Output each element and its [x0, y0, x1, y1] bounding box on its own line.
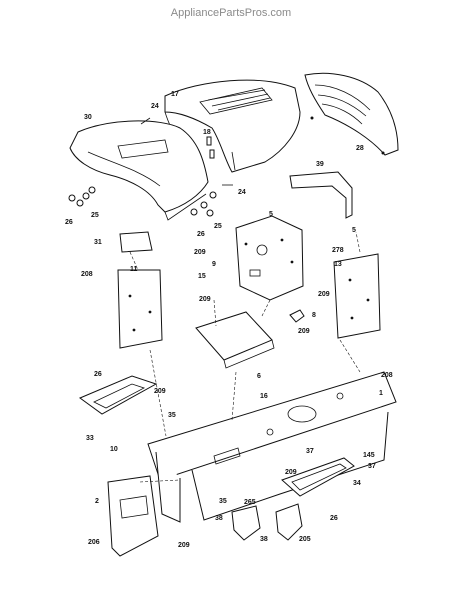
front-bracket-part [107, 475, 159, 557]
callout-278: 278 [332, 247, 344, 254]
callout-6: 6 [257, 373, 261, 380]
assembly-lines [129, 231, 361, 483]
callout-18: 18 [203, 129, 211, 136]
callout-25: 25 [91, 212, 99, 219]
key-part [289, 309, 305, 323]
callout-209: 209 [199, 296, 211, 303]
callout-26: 26 [330, 515, 338, 522]
callout-209: 209 [154, 388, 166, 395]
callout-24: 24 [151, 103, 159, 110]
callout-31: 31 [94, 239, 102, 246]
callout-37: 37 [368, 463, 376, 470]
watermark: AppliancePartsPros.com [171, 7, 291, 19]
callout-5: 5 [269, 211, 273, 218]
callout-15: 15 [198, 273, 206, 280]
callout-205: 205 [299, 536, 311, 543]
callout-209: 209 [318, 291, 330, 298]
callout-265: 265 [244, 499, 256, 506]
bracket-38b [275, 503, 303, 541]
callout-17: 17 [171, 91, 179, 98]
callout-34: 34 [353, 480, 361, 487]
callout-35: 35 [219, 498, 227, 505]
callout-26: 26 [94, 371, 102, 378]
callout-26: 26 [65, 219, 73, 226]
hood-part [164, 79, 301, 173]
callout-209: 209 [285, 469, 297, 476]
callout-labels: 17 28 30 24 18 39 25 26 24 25 26 5 5 31 … [65, 91, 393, 549]
callout-33: 33 [86, 435, 94, 442]
callout-2: 2 [95, 498, 99, 505]
callout-1: 1 [379, 390, 383, 397]
callout-10: 10 [110, 446, 118, 453]
callout-30: 30 [84, 114, 92, 121]
callout-208: 208 [81, 271, 93, 278]
bracket-39 [289, 171, 353, 219]
foot-pad-left [78, 375, 158, 415]
hood-fastener [206, 136, 215, 159]
callout-13: 13 [334, 261, 342, 268]
callout-24: 24 [238, 189, 246, 196]
bracket-31 [119, 231, 153, 253]
callout-9: 9 [212, 261, 216, 268]
callout-209: 209 [178, 542, 190, 549]
callout-16: 16 [260, 393, 268, 400]
fender-part [69, 120, 209, 221]
callout-145: 145 [363, 452, 375, 459]
side-panel-11 [117, 269, 163, 349]
callout-38: 38 [215, 515, 223, 522]
side-panel-13 [333, 253, 381, 339]
chassis-frame-part [147, 371, 397, 523]
foot-pad-right [281, 457, 355, 497]
callout-206: 206 [88, 539, 100, 546]
callout-39: 39 [316, 161, 324, 168]
callout-5: 5 [352, 227, 356, 234]
fender-hardware [68, 117, 233, 217]
callout-28: 28 [356, 145, 364, 152]
grille-part [304, 72, 399, 156]
callout-209: 209 [298, 328, 310, 335]
callout-8: 8 [312, 312, 316, 319]
dash-panel-part [235, 215, 304, 301]
callout-11: 11 [130, 266, 138, 273]
callout-26: 26 [197, 231, 205, 238]
callout-38: 38 [260, 536, 268, 543]
callout-35: 35 [168, 412, 176, 419]
bracket-38a [231, 505, 261, 541]
callout-208: 208 [381, 372, 393, 379]
callout-37: 37 [306, 448, 314, 455]
callout-209: 209 [194, 249, 206, 256]
lower-panel-part [195, 311, 275, 369]
callout-25: 25 [214, 223, 222, 230]
